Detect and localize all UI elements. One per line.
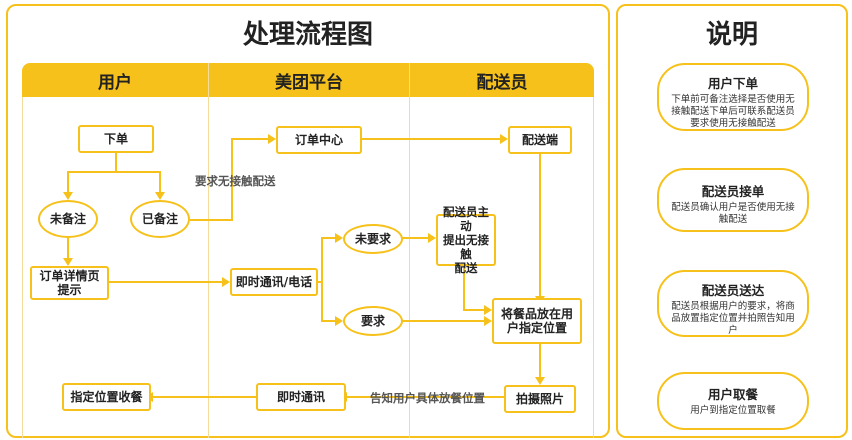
arrowhead	[155, 192, 165, 200]
edge-instant-request	[321, 282, 338, 322]
lane-border-right	[593, 97, 594, 438]
arrowhead	[63, 258, 73, 266]
explain-title: 说明	[705, 20, 758, 50]
node-courier-app: 配送端	[508, 126, 572, 154]
node-place-food: 将餐品放在用 户指定位置	[492, 298, 582, 344]
arrowhead	[428, 233, 436, 243]
lane-border-left	[22, 97, 23, 438]
node-not-request: 未要求	[343, 224, 403, 254]
edge-label-notify: 告知用户具体放餐位置	[370, 391, 485, 405]
node-order-center: 订单中心	[276, 126, 362, 154]
node-instant-chat: 即时通讯	[256, 383, 346, 411]
edge-noted-center	[190, 138, 270, 221]
edge-instant-split	[318, 237, 338, 283]
node-noted: 已备注	[130, 200, 190, 238]
node-request: 要求	[343, 306, 403, 336]
node-courier-propose: 配送员主动 提出无接触 配送	[436, 205, 496, 275]
edge-order-noted	[116, 171, 161, 194]
node-instant-msg: 即时通讯/电话	[230, 268, 318, 296]
arrowhead	[335, 316, 343, 326]
arrowhead	[335, 233, 343, 243]
node-take-photo: 拍摄照片	[504, 385, 576, 413]
node-order-detail: 订单详情页 提示	[30, 266, 109, 300]
explain-step-4: 用户取餐 用户到指定位置取餐	[657, 372, 809, 430]
step-description: 配送员根据用户的要求，将商品放置指定位置并拍照告知用户	[671, 301, 795, 336]
step-description: 下单前可备注选择是否使用无接触配送下单后可联系配送员要求使用无接触配送	[671, 94, 795, 129]
arrowhead	[222, 277, 230, 287]
node-pickup: 指定位置收餐	[62, 383, 151, 411]
node-no-note: 未备注	[38, 200, 98, 238]
explain-step-3: 配送员送达 配送员根据用户的要求，将商品放置指定位置并拍照告知用户	[657, 270, 809, 337]
lane-header-user: 用户	[22, 63, 208, 97]
step-heading: 配送员送达	[701, 283, 765, 298]
lane-header-courier: 配送员	[410, 63, 594, 97]
edge-order-split	[67, 153, 117, 194]
lane-separator	[409, 63, 410, 438]
edge-label-contactless: 要求无接触配送	[195, 174, 276, 188]
step-heading: 用户取餐	[707, 387, 758, 402]
explain-step-1: 用户下单 下单前可备注选择是否使用无接触配送下单后可联系配送员要求使用无接触配送	[657, 63, 809, 131]
flow-title: 处理流程图	[242, 20, 373, 50]
step-description: 用户到指定位置取餐	[690, 405, 776, 416]
step-heading: 用户下单	[707, 76, 758, 91]
arrowhead	[484, 305, 492, 315]
arrowhead	[268, 134, 276, 144]
lane-separator	[208, 63, 209, 438]
explain-step-2: 配送员接单 配送员确认用户是否使用无接触配送	[657, 168, 809, 232]
lane-header-platform: 美团平台	[209, 63, 409, 97]
arrowhead	[484, 316, 492, 326]
arrowhead	[500, 134, 508, 144]
step-description: 配送员确认用户是否使用无接触配送	[671, 202, 795, 225]
step-heading: 配送员接单	[701, 184, 765, 199]
arrowhead	[535, 377, 545, 385]
arrowhead	[63, 192, 73, 200]
node-order: 下单	[78, 125, 154, 153]
edge-propose-place	[463, 266, 486, 311]
